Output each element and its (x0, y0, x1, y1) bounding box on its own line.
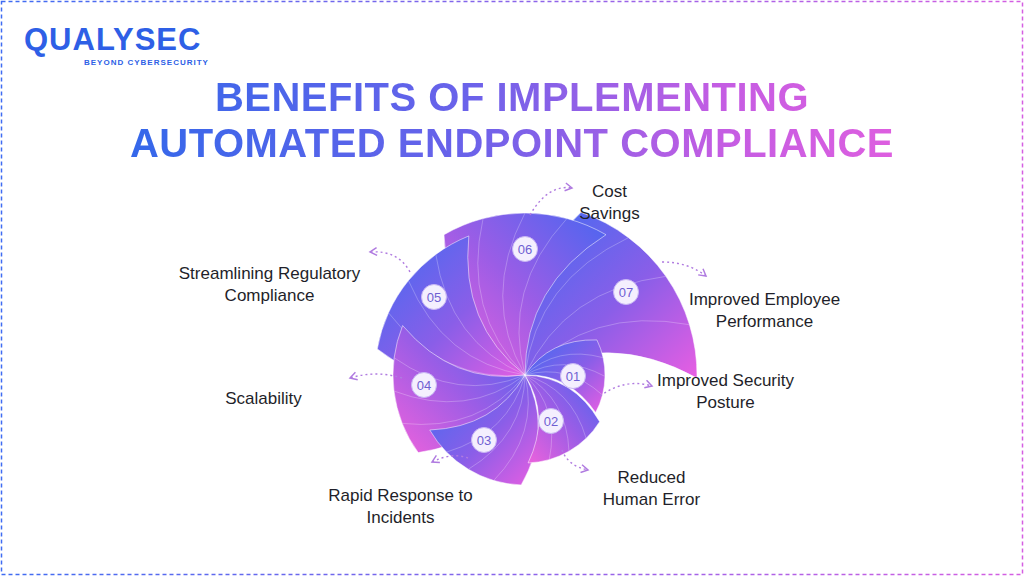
spiral-graphic (377, 212, 697, 485)
callout-number: 01 (566, 370, 580, 383)
leader-lines (350, 188, 706, 470)
number-circle: 03Rapid Response to Incidents (471, 427, 497, 453)
title: BENEFITS OF IMPLEMENTING AUTOMATED ENDPO… (97, 74, 927, 166)
leader-line (662, 262, 706, 276)
leader-line (530, 188, 572, 215)
number-circle: 01Improved Security Posture (560, 363, 586, 389)
spiral-petal (525, 340, 605, 413)
leader-line (562, 450, 588, 470)
number-circle: 02Reduced Human Error (538, 408, 564, 434)
callout-number: 03 (477, 434, 491, 447)
benefit-label: Rapid Response to Incidents (321, 485, 481, 529)
benefit-label: Improved Security Posture (651, 370, 801, 414)
callout-number: 07 (619, 286, 633, 299)
callout-number: 06 (518, 243, 532, 256)
number-circle: 04Scalability (411, 372, 437, 398)
number-circle: 05Streamlining Regulatory Compliance (421, 284, 447, 310)
petal-swirl (447, 375, 525, 452)
benefit-label: Improved Employee Performance (677, 289, 852, 333)
number-circle: 07Improved Employee Performance (613, 279, 639, 305)
logo-tagline: BEYOND CYBERSECURITY (84, 58, 209, 67)
leader-line (432, 456, 468, 462)
callout-number: 04 (417, 379, 431, 392)
callout-number: 02 (544, 415, 558, 428)
leader-line (370, 252, 410, 272)
leader-line (600, 384, 652, 396)
logo-text: QUALYSEC (24, 22, 201, 58)
benefit-label: Streamlining Regulatory Compliance (162, 263, 377, 307)
petal-swirl (468, 375, 525, 469)
number-circle: 06Cost Savings (512, 236, 538, 262)
benefit-label: Cost Savings (572, 181, 648, 225)
benefit-label: Scalability (204, 388, 324, 410)
spiral-petal (430, 375, 539, 485)
petal-swirl (436, 254, 525, 375)
petal-swirl (525, 375, 569, 451)
benefit-label: Reduced Human Error (598, 467, 706, 511)
leader-line (350, 374, 402, 378)
callout-number: 05 (427, 291, 441, 304)
